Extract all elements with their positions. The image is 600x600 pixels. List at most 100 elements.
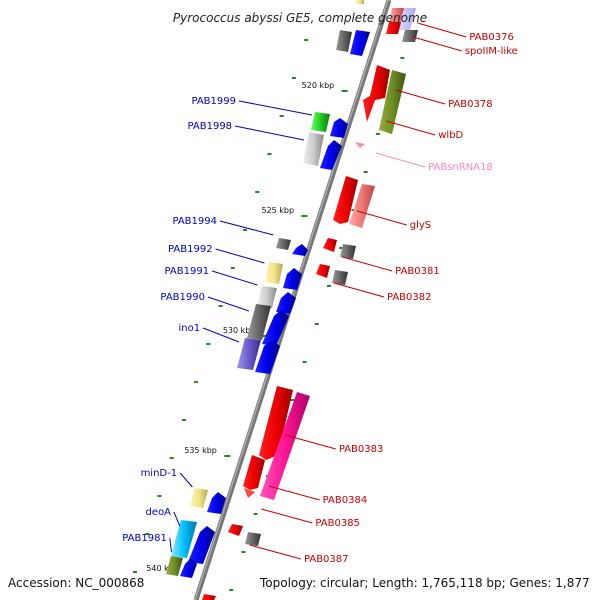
gene-PAB0383-arrow (259, 386, 293, 460)
right-label-connector (375, 152, 426, 168)
gene-deoA-block (171, 520, 197, 558)
gene-PAB1981-block (166, 556, 183, 576)
gene-PAB0376-arrow (386, 22, 401, 34)
gene-PAB0387-arrow (228, 524, 243, 536)
left-label-connector (211, 270, 258, 286)
gene-PAB0387-block (245, 532, 261, 546)
gene-top-gray (336, 30, 352, 52)
tick-label: 540 kbp (146, 564, 179, 573)
left-gene-label: PAB1998 (188, 121, 233, 132)
right-gene-label: glyS (410, 220, 431, 231)
right-label-connector (249, 544, 302, 560)
left-gene-label: minD-1 (141, 468, 178, 479)
right-label-connector (342, 256, 393, 272)
right-label-connector (412, 36, 462, 52)
left-gene-label: PAB1981 (122, 533, 167, 544)
right-gene-label: PAB0382 (387, 292, 432, 303)
gene-glyS-arrow (333, 176, 358, 224)
left-label-connector (215, 248, 265, 264)
topology-label: Topology: circular; Length: 1,765,118 bp… (259, 576, 590, 590)
left-label-connector (207, 296, 250, 312)
gene-PAB0378-arrow (363, 65, 390, 122)
left-gene-label: PAB1999 (191, 96, 236, 107)
right-gene-label: PAB0384 (323, 495, 368, 506)
left-gene-label: ino1 (178, 323, 200, 334)
gene-PAB1991-arrow (283, 268, 302, 290)
left-label-connector (238, 100, 313, 116)
right-gene-label: PAB0378 (448, 99, 493, 110)
snRNA-PABsnRNA18 (355, 142, 365, 148)
right-gene-label: PAB0387 (304, 554, 349, 565)
right-gene-label: wlbD (438, 130, 463, 141)
gene-PAB0382-arrow (316, 264, 330, 278)
left-gene-label: PAB1992 (168, 244, 213, 255)
gene-PAB1990-arrow2 (262, 310, 289, 346)
left-label-connector (219, 220, 274, 236)
gene-minD-1-block (190, 488, 208, 508)
left-label-connector (169, 537, 172, 553)
tick-label: 525 kbp (261, 206, 294, 215)
gene-PAB1999-block (311, 112, 330, 132)
left-gene-label: deoA (145, 507, 171, 518)
left-label-connector (173, 511, 181, 527)
right-label-connector (268, 485, 320, 501)
feature-guide-dashes (133, 39, 405, 591)
right-gene-label: PAB0381 (395, 266, 440, 277)
right-gene-label: PABsnRNA18 (428, 162, 493, 173)
gene-PAB1994-block (276, 238, 291, 250)
right-label-connector (385, 120, 436, 136)
tick-label: 520 kbp (302, 81, 335, 90)
right-label-connector (284, 434, 336, 450)
gene-PAB1990-arrow (276, 292, 296, 314)
gene-minD-1-arrow (207, 492, 226, 514)
gene-PAB0381-block (340, 244, 356, 259)
gene-deoA-arrow (188, 526, 215, 564)
right-gene-label: PAB0376 (469, 32, 514, 43)
gene-top-block (356, 0, 364, 4)
right-gene-label: PAB0383 (339, 444, 384, 455)
reverse-strand-features (166, 0, 370, 578)
gene-bottom-partial (202, 594, 216, 600)
right-label-connector (356, 210, 407, 226)
right-label-connector (417, 22, 467, 38)
left-label-connector (234, 125, 305, 141)
right-gene-label: PAB0385 (315, 518, 360, 529)
right-label-connector (395, 89, 446, 105)
gene-glyS-partner (349, 184, 375, 228)
tick-label: 535 kbp (184, 446, 217, 455)
left-label-connector (202, 327, 240, 343)
right-gene-label: spoIIM-like (465, 46, 518, 57)
gene-PAB1999-arrow (330, 118, 348, 138)
left-gene-label: PAB1994 (172, 216, 217, 227)
gene-PAB1994-arrow (292, 244, 308, 256)
accession-label: Accession: NC_000868 (8, 576, 144, 590)
gene-ino1-arrow (255, 340, 280, 374)
gene-PAB1998-arrow (320, 140, 342, 170)
gene-PAB1998-block (303, 132, 324, 166)
map-title: Pyrococcus abyssi GE5, complete genome (173, 11, 427, 25)
left-gene-label: PAB1990 (160, 292, 205, 303)
gene-ino1-block (237, 338, 261, 370)
left-gene-label: PAB1991 (165, 266, 210, 277)
right-label-connector (261, 508, 313, 524)
left-gene-labels: PAB1999PAB1998PAB1994PAB1992PAB1991PAB19… (122, 96, 313, 553)
gene-PAB0381-arrow (323, 238, 337, 252)
gene-PAB0384-tip (244, 488, 255, 498)
gene-spoIIM-like-arrow (402, 30, 418, 42)
gene-PAB1991-block (257, 286, 277, 308)
gene-PAB1992-block (265, 262, 283, 284)
forward-strand-features (202, 8, 418, 600)
gene-PAB0383-partner (260, 392, 310, 500)
left-label-connector (179, 472, 193, 488)
gene-PAB1981-arrow (180, 558, 197, 578)
gene-spoIIM-like-block (398, 8, 416, 30)
right-label-connector (333, 282, 385, 298)
gene-PAB0384-arrow (243, 455, 265, 490)
gene-PAB1990-block (247, 304, 271, 340)
gene-PAB0382-block (332, 270, 348, 285)
tick-label: 530 kbp (223, 326, 256, 335)
gene-top-blue (350, 30, 370, 56)
